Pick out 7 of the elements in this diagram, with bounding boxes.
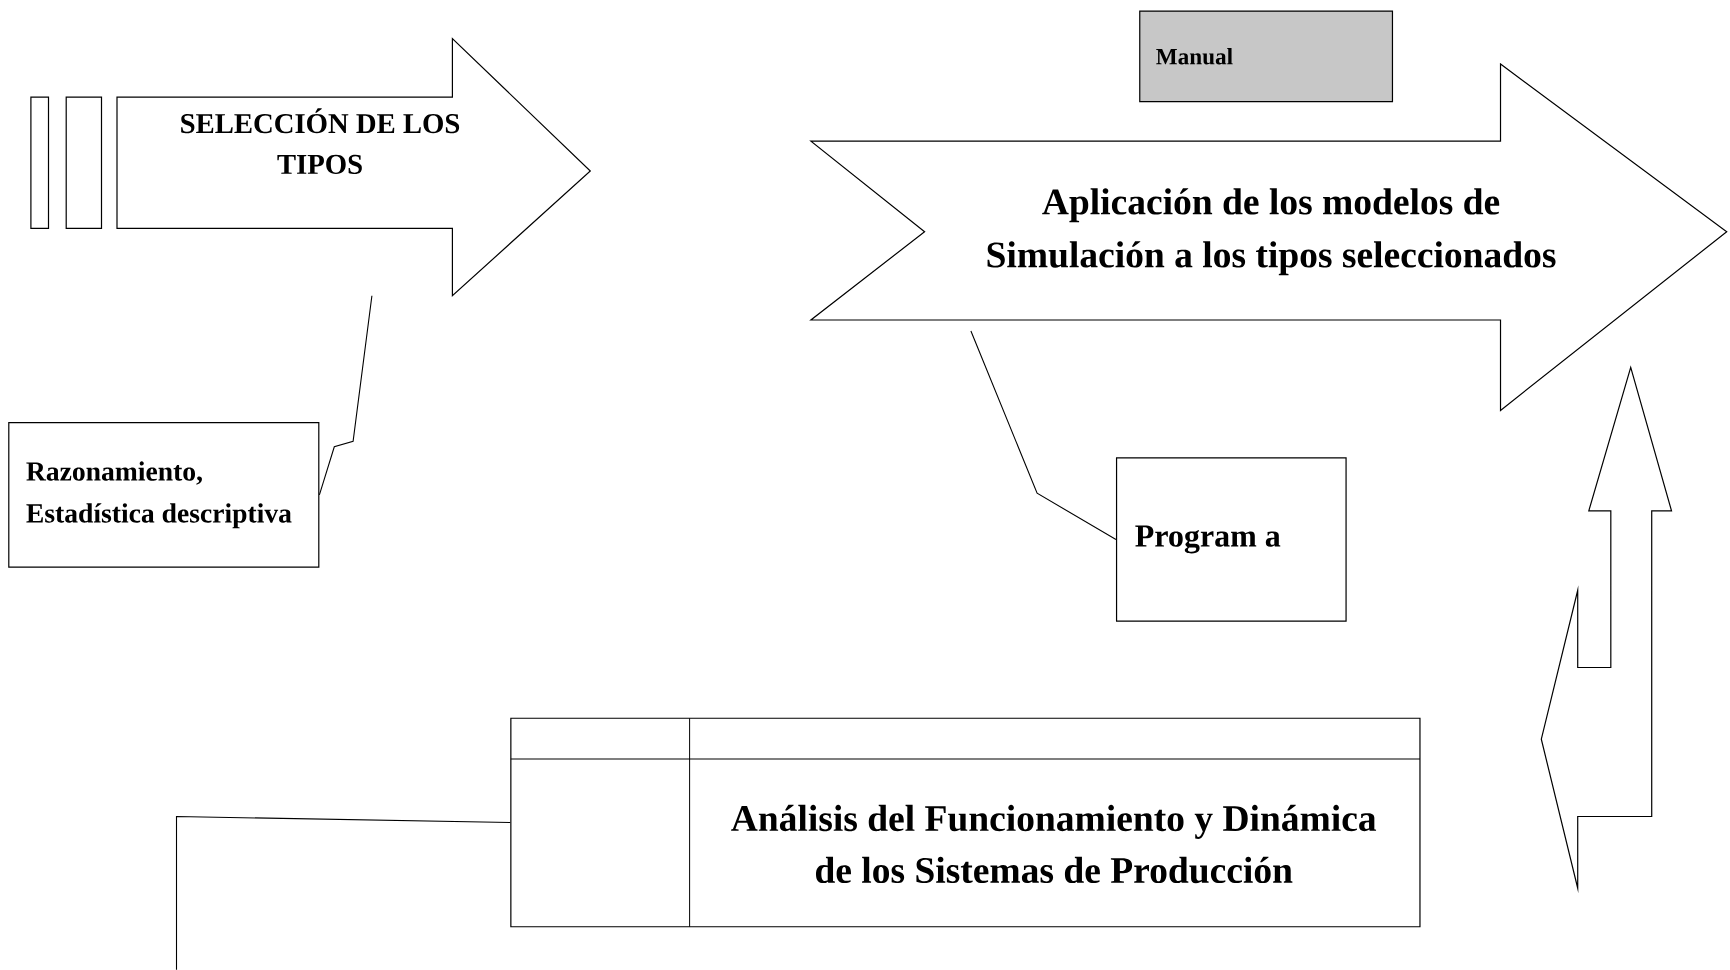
leader-line (970, 330, 1117, 541)
text-box: Program a (1115, 457, 1347, 622)
table-box: Análisis del Funcionamiento y Dinámica de los Sistemas de Producción (510, 717, 1421, 928)
leader-line (175, 815, 511, 970)
leader-line (318, 295, 373, 496)
label-box: Manual (1139, 10, 1394, 103)
text-box: Razonamiento, Estadística descriptiva (8, 421, 320, 568)
